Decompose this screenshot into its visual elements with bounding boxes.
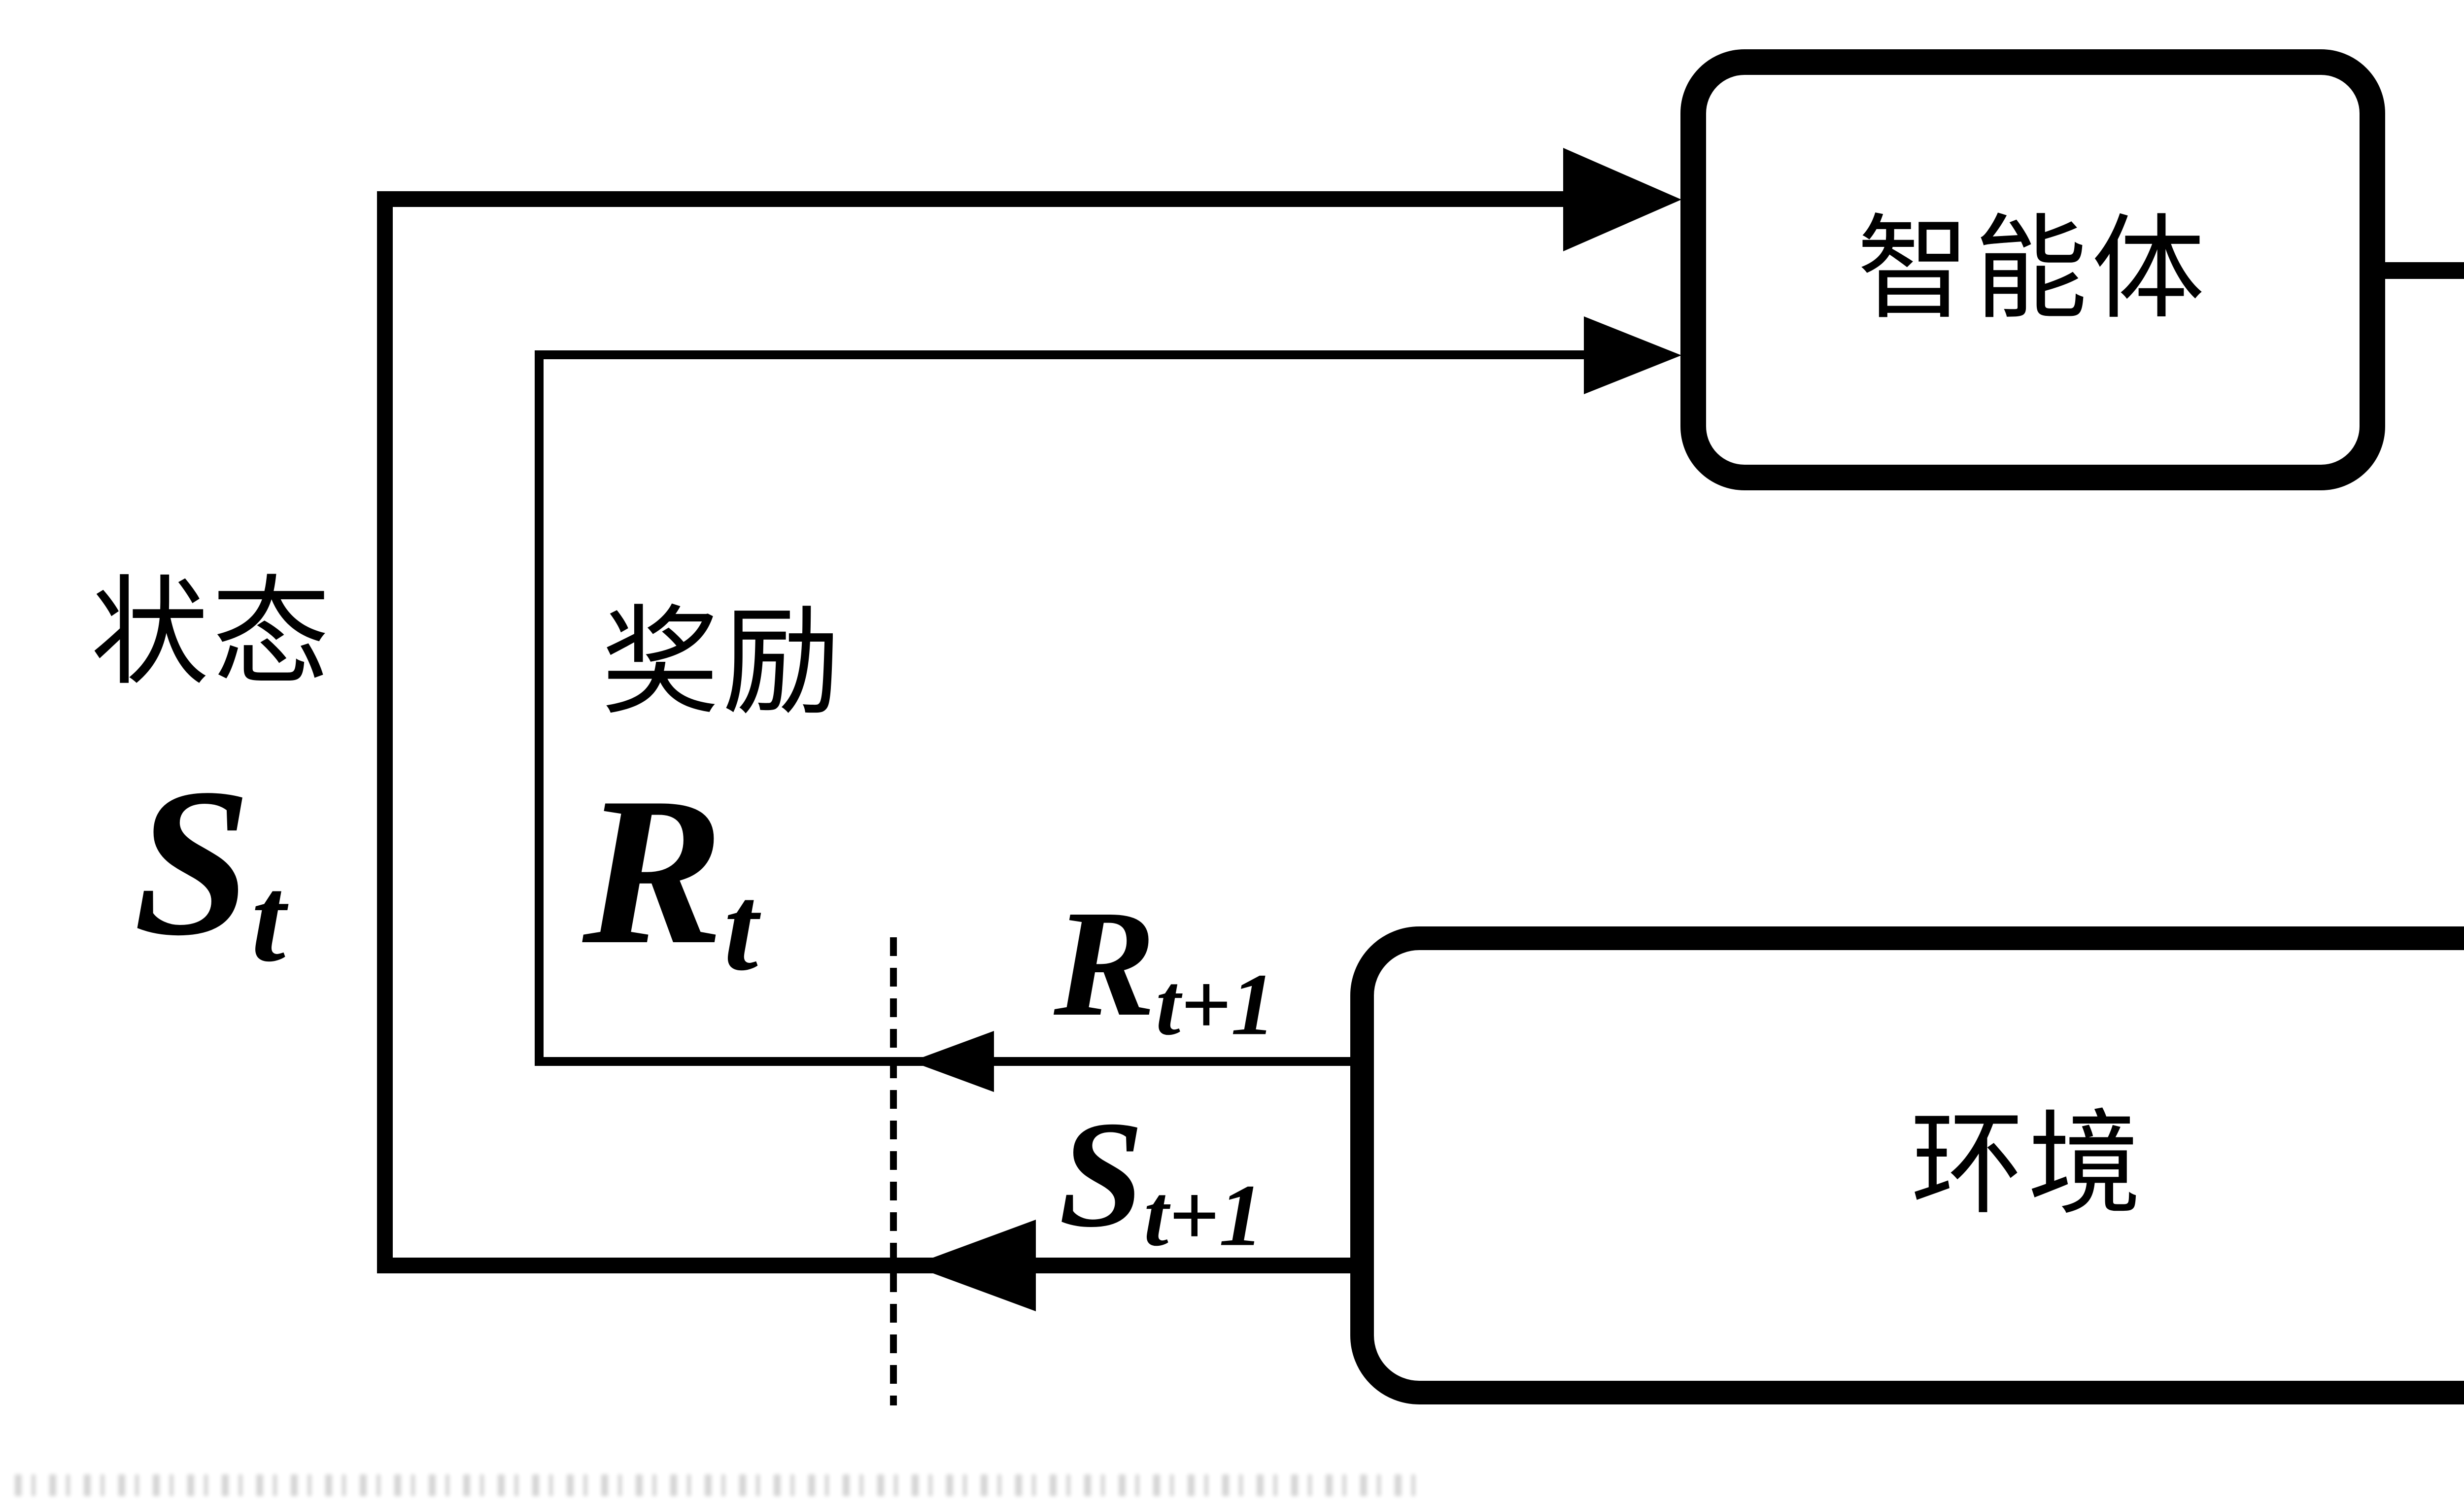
state-symbol-subscript: t	[251, 851, 286, 987]
next-state-arrowhead-icon	[912, 1220, 1036, 1311]
reward-loop-vertical-line	[535, 350, 544, 1066]
action-top-line	[2375, 262, 2464, 279]
reward-loop-top-line	[535, 350, 1589, 359]
reward-symbol-letter: R	[582, 754, 724, 989]
next-state-line	[377, 1258, 1365, 1273]
next-reward-symbol-subscript: t+1	[1156, 955, 1275, 1054]
reward-caption: 奖励	[601, 598, 844, 729]
next-reward-arrowhead-icon	[911, 1031, 994, 1092]
reward-into-agent-arrowhead-icon	[1584, 316, 1681, 394]
state-loop-vertical-line	[377, 191, 393, 1273]
state-loop-top-line	[377, 191, 1572, 207]
next-reward-symbol: Rt+1	[1054, 888, 1275, 1049]
next-state-symbol-subscript: t+1	[1144, 1166, 1264, 1264]
state-symbol-letter: S	[133, 745, 251, 980]
reward-symbol: Rt	[582, 765, 758, 990]
state-caption: 状态	[90, 568, 334, 699]
next-reward-symbol-letter: R	[1054, 879, 1156, 1048]
environment-node-label: 环境	[1910, 1102, 2145, 1228]
reward-symbol-subscript: t	[723, 859, 758, 996]
compression-artifact-band	[15, 1474, 1429, 1496]
next-state-symbol-letter: S	[1059, 1090, 1144, 1259]
agent-node-label: 智能体	[1856, 206, 2209, 333]
agent-node: 智能体	[1680, 49, 2385, 490]
state-symbol: St	[134, 756, 285, 981]
next-state-symbol: St+1	[1059, 1098, 1264, 1260]
environment-node: 环境	[1350, 926, 2464, 1404]
state-into-agent-arrowhead-icon	[1563, 148, 1681, 251]
timestep-boundary-dashed-line	[890, 937, 897, 1405]
